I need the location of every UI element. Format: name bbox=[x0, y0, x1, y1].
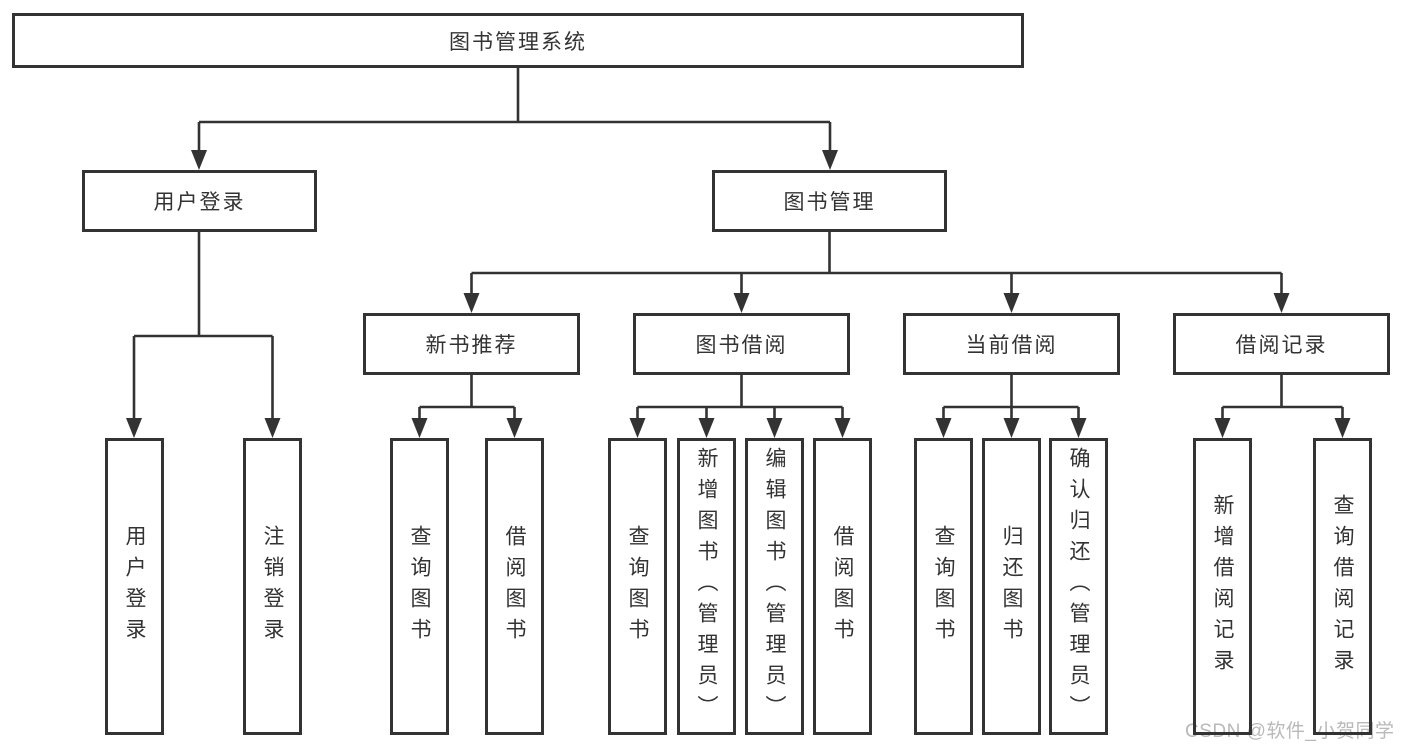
leaf-br-query-borrow-record: 查询借阅记录 bbox=[1313, 438, 1372, 735]
node-label: 图书管理 bbox=[783, 191, 876, 214]
arrow-down-icon bbox=[822, 150, 838, 170]
node-label: 新增借阅记录 bbox=[1211, 493, 1234, 680]
arrow-down-icon bbox=[264, 418, 281, 438]
arrow-down-icon bbox=[1214, 418, 1231, 438]
leaf-logout: 注销登录 bbox=[243, 438, 302, 735]
node-user-login-branch: 用户登录 bbox=[82, 170, 317, 232]
arrowheads bbox=[126, 150, 1351, 438]
node-label: 用户登录 bbox=[153, 191, 246, 214]
arrow-down-icon bbox=[463, 293, 480, 313]
node-borrowing-records: 借阅记录 bbox=[1173, 313, 1390, 375]
leaf-cb-return-books: 归还图书 bbox=[982, 438, 1041, 735]
arrow-down-icon bbox=[1003, 293, 1020, 313]
arrow-down-icon bbox=[698, 418, 715, 438]
leaf-nbr-borrow-books: 借阅图书 bbox=[485, 438, 544, 735]
node-label: 查询图书 bbox=[408, 524, 431, 649]
node-label: 借阅图书 bbox=[831, 524, 854, 649]
node-library-management-system: 图书管理系统 bbox=[12, 13, 1024, 68]
leaf-user-login: 用户登录 bbox=[105, 438, 164, 735]
arrow-down-icon bbox=[1334, 418, 1351, 438]
node-label: 查询图书 bbox=[932, 524, 955, 649]
node-label: 新增图书（管理员） bbox=[695, 447, 718, 726]
arrow-down-icon bbox=[834, 418, 851, 438]
node-label: 查询图书 bbox=[626, 524, 649, 649]
node-label: 图书管理系统 bbox=[449, 30, 587, 54]
node-label: 用户登录 bbox=[123, 524, 146, 649]
arrow-down-icon bbox=[126, 418, 142, 438]
node-label: 归还图书 bbox=[1000, 524, 1023, 649]
arrow-down-icon bbox=[935, 418, 952, 438]
node-new-book-recommendation: 新书推荐 bbox=[363, 313, 580, 375]
leaf-nbr-query-books: 查询图书 bbox=[390, 438, 449, 735]
leaf-bb-add-books-admin: 新增图书（管理员） bbox=[677, 438, 736, 735]
arrow-down-icon bbox=[1070, 418, 1087, 438]
node-label: 新书推荐 bbox=[425, 334, 518, 357]
node-label: 当前借阅 bbox=[965, 334, 1058, 357]
node-label: 编辑图书（管理员） bbox=[763, 447, 786, 726]
node-label: 注销登录 bbox=[261, 524, 284, 649]
arrow-down-icon bbox=[1273, 293, 1290, 313]
leaf-bb-borrow-books: 借阅图书 bbox=[813, 438, 872, 735]
node-label: 图书借阅 bbox=[695, 334, 788, 357]
node-label: 确认归还（管理员） bbox=[1067, 447, 1090, 726]
arrow-down-icon bbox=[1003, 418, 1020, 438]
arrow-down-icon bbox=[411, 418, 428, 438]
arrow-down-icon bbox=[733, 293, 750, 313]
leaf-bb-query-books: 查询图书 bbox=[608, 438, 667, 735]
node-current-borrowing: 当前借阅 bbox=[903, 313, 1120, 375]
tree-edges bbox=[132, 68, 1344, 423]
leaf-cb-query-books: 查询图书 bbox=[914, 438, 973, 735]
leaf-br-add-borrow-record: 新增借阅记录 bbox=[1193, 438, 1252, 735]
leaf-cb-confirm-return-admin: 确认归还（管理员） bbox=[1049, 438, 1108, 735]
node-book-borrowing: 图书借阅 bbox=[633, 313, 850, 375]
node-label: 借阅图书 bbox=[503, 524, 526, 649]
node-label: 借阅记录 bbox=[1235, 334, 1328, 357]
leaf-bb-edit-books-admin: 编辑图书（管理员） bbox=[745, 438, 804, 735]
arrow-down-icon bbox=[506, 418, 523, 438]
node-label: 查询借阅记录 bbox=[1331, 493, 1354, 680]
arrow-down-icon bbox=[766, 418, 783, 438]
csdn-watermark: CSDN @软件_小贺同学 bbox=[1185, 721, 1395, 742]
node-book-management: 图书管理 bbox=[712, 170, 947, 232]
arrow-down-icon bbox=[629, 418, 646, 438]
arrow-down-icon bbox=[191, 150, 207, 170]
